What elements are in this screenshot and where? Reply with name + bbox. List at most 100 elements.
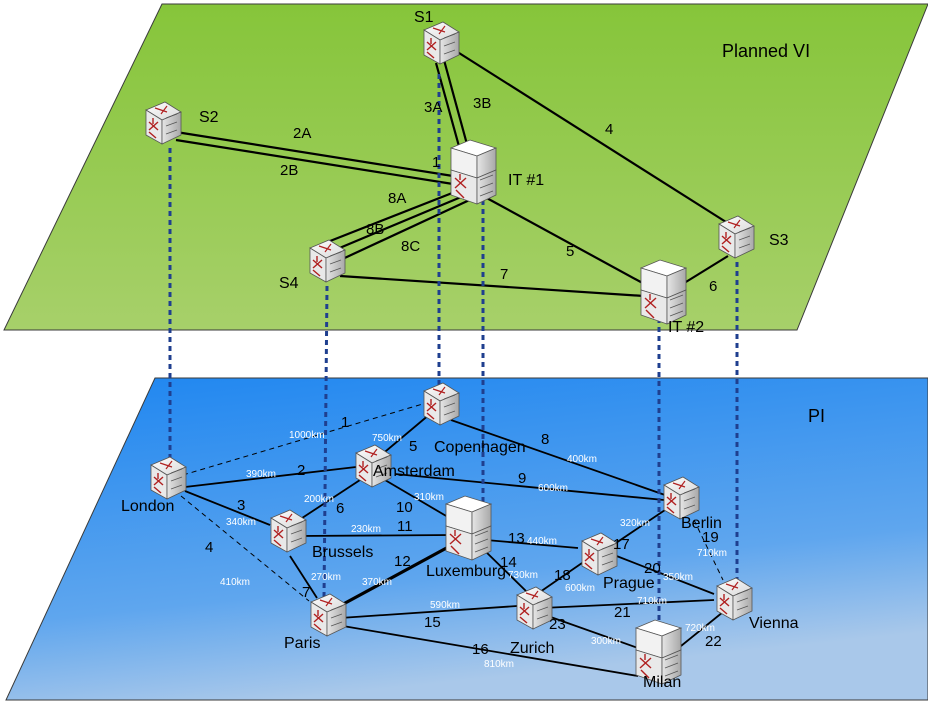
plink-label: 18 <box>554 567 571 584</box>
plink-distance: 710km <box>697 548 727 559</box>
plink-distance: 320km <box>620 518 650 529</box>
plink-label: 22 <box>705 633 722 650</box>
node-label: Vienna <box>749 615 799 632</box>
plink-distance: 270km <box>311 572 341 583</box>
plink-distance: 440km <box>527 536 557 547</box>
plink-label: 20 <box>644 560 661 577</box>
plink-label: 3 <box>237 497 245 514</box>
plink-distance: 400km <box>567 454 597 465</box>
vlink-label: 2A <box>293 125 311 142</box>
plink-distance: 600km <box>565 583 595 594</box>
node-label: S1 <box>414 9 434 26</box>
plink-16 <box>336 624 639 677</box>
node-label: IT #2 <box>668 319 704 336</box>
plink-distance: 310km <box>414 492 444 503</box>
vlink-label: 8C <box>401 238 420 255</box>
plink-2 <box>184 466 357 488</box>
plink-label: 21 <box>614 604 631 621</box>
plink-label: 13 <box>508 530 525 547</box>
physical-link-labels: 1 1000km 2 390km 3 340km 4 410km 5 750km… <box>205 414 727 670</box>
vlink-label: 5 <box>566 243 574 260</box>
physical-plane-title: PI <box>808 406 825 426</box>
vlink-label: 8B <box>366 221 384 238</box>
plink-distance: 720km <box>685 623 715 634</box>
pnode-prague: Prague <box>581 532 655 592</box>
virtual-plane-title: Planned VI <box>722 41 810 61</box>
vlink-6 <box>680 255 729 286</box>
pnode-zurich: Zurich <box>510 586 554 657</box>
pnode-luxemburg: Luxemburg <box>426 495 506 580</box>
plink-6 <box>295 479 361 523</box>
vnode-s1: S1 <box>414 9 460 65</box>
plink-label: 7 <box>302 584 310 601</box>
plink-13 <box>485 539 579 549</box>
vlink-label: 4 <box>605 121 613 138</box>
plink-label: 5 <box>409 438 417 455</box>
vlink-8c <box>335 196 477 263</box>
plink-5 <box>379 413 431 457</box>
plink-22 <box>680 611 724 647</box>
plink-distance: 1000km <box>289 430 325 441</box>
vlink-label: 3A <box>424 99 442 116</box>
pnode-brussels: Brussels <box>270 509 373 561</box>
plink-label: 6 <box>336 500 344 517</box>
node-label: Luxemburg <box>426 563 506 580</box>
node-label: S2 <box>199 109 219 126</box>
plink-7 <box>289 555 318 599</box>
plink-8 <box>450 419 666 496</box>
vlink-2a <box>175 130 454 178</box>
node-label: S3 <box>769 232 789 249</box>
vlink-4 <box>447 45 727 223</box>
node-label: Berlin <box>681 515 722 532</box>
node-label: IT #1 <box>508 172 544 189</box>
plink-23 <box>544 614 639 649</box>
plink-label: 15 <box>424 614 441 631</box>
vnode-s3: S3 <box>718 215 789 259</box>
vlink-8a <box>324 184 471 245</box>
pnode-amsterdam: Amsterdam <box>355 444 455 488</box>
plink-distance: 370km <box>362 577 392 588</box>
plink-distance: 390km <box>246 469 276 480</box>
mapping-lines <box>168 74 739 622</box>
vlink-5 <box>482 195 649 287</box>
plink-distance: 300km <box>591 636 621 647</box>
plink-17 <box>609 509 666 548</box>
plink-distance: 710km <box>637 596 667 607</box>
vlink-label: 7 <box>500 266 508 283</box>
plink-label: 14 <box>500 554 517 571</box>
plink-distance: 810km <box>484 659 514 670</box>
vlink-7 <box>339 274 645 298</box>
vlink-label: 6 <box>709 278 717 295</box>
vlink-label: 3B <box>473 95 491 112</box>
plink-distance: 350km <box>663 572 693 583</box>
plink-label: 19 <box>702 529 719 546</box>
plink-1 <box>182 402 427 476</box>
pnode-copenhagen: Copenhagen <box>423 382 526 456</box>
vnode-it1: IT #1 <box>450 139 544 205</box>
plink-label: 12 <box>394 553 411 570</box>
vnode-it2: IT #2 <box>640 259 704 336</box>
plink-label: 1 <box>341 414 349 431</box>
map-s4-paris <box>322 285 329 599</box>
pnode-paris: Paris <box>284 593 347 652</box>
plink-label: 8 <box>541 431 549 448</box>
vnode-s2: S2 <box>145 101 219 145</box>
plink-18 <box>539 562 583 593</box>
node-label: Zurich <box>510 640 554 657</box>
vlink-2b <box>175 138 454 186</box>
physical-links <box>180 402 724 677</box>
node-label: S4 <box>279 275 299 292</box>
plink-label: 23 <box>549 616 566 633</box>
plink-distance: 750km <box>372 433 402 444</box>
plink-distance: 410km <box>220 577 250 588</box>
node-label: London <box>121 498 174 515</box>
vlink-label: 8A <box>388 190 406 207</box>
plink-20 <box>613 554 715 595</box>
node-label: Brussels <box>312 544 373 561</box>
plink-label: 10 <box>396 499 413 516</box>
node-label: Amsterdam <box>373 463 455 480</box>
plink-distance: 340km <box>226 517 256 528</box>
virtual-link-labels: 1 2A 2B 3A 3B 4 5 6 7 8A 8B 8C <box>280 95 717 295</box>
plink-label: 16 <box>472 641 489 658</box>
